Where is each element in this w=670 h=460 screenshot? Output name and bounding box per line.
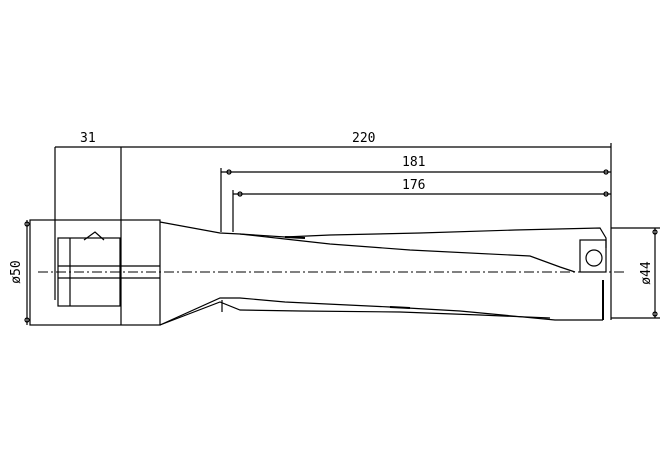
dim-dia-44: ø44 [611, 227, 660, 319]
dim-31-label: 31 [80, 131, 96, 146]
dim-181: 181 [220, 155, 611, 232]
dim-220-label: 220 [352, 131, 375, 146]
dim-220: 220 [121, 131, 612, 320]
dim-31: 31 [54, 131, 122, 325]
dim-181-label: 181 [402, 155, 425, 170]
drill-body [159, 221, 607, 326]
dim-176-label: 176 [402, 178, 425, 193]
dim-dia-50-label: ø50 [9, 260, 24, 283]
dim-176: 176 [232, 178, 611, 232]
dim-dia-50: ø50 [9, 220, 30, 325]
dim-dia-44-label: ø44 [639, 261, 654, 285]
